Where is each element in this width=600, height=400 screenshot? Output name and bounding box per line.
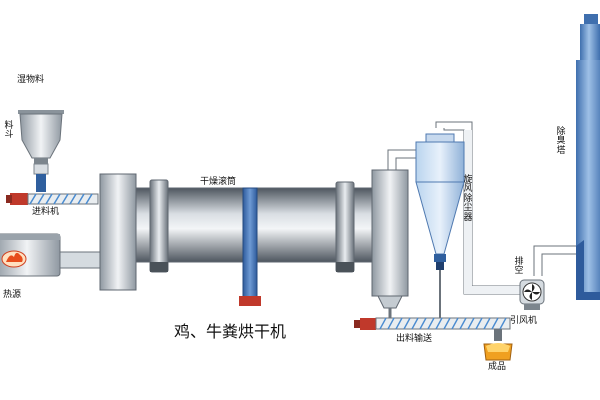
label-product: 成品 bbox=[488, 362, 507, 372]
label-hopper: 料斗 bbox=[4, 121, 14, 141]
label-heat-source: 热源 bbox=[3, 290, 22, 300]
label-cyclone: 旋风除尘器 bbox=[463, 175, 473, 223]
fan-icon bbox=[519, 279, 545, 310]
screw-feeder bbox=[6, 193, 99, 205]
label-wet-material: 湿物料 bbox=[17, 75, 45, 85]
duct-fill bbox=[464, 130, 472, 294]
heat-source bbox=[0, 233, 105, 277]
cyclone-separator bbox=[415, 133, 465, 270]
duct-fill bbox=[472, 286, 520, 294]
label-exhaust-port: 排空 bbox=[514, 257, 524, 277]
label-deodorizing-tower: 除臭塔 bbox=[556, 127, 566, 156]
product-bin bbox=[483, 343, 513, 361]
flame-icon bbox=[1, 250, 27, 268]
label-induced-fan: 引风机 bbox=[510, 316, 538, 326]
label-discharge-conveyor: 出料输送 bbox=[396, 334, 433, 344]
diagram-title: 鸡、牛粪烘干机 bbox=[174, 322, 287, 341]
label-feeder: 进料机 bbox=[32, 207, 60, 217]
hopper bbox=[18, 110, 64, 192]
deodorizing-tower bbox=[576, 14, 600, 300]
label-drying-drum: 干燥滚筒 bbox=[200, 177, 237, 187]
discharge-conveyor bbox=[354, 270, 511, 341]
drum-gear-drive bbox=[239, 187, 261, 306]
